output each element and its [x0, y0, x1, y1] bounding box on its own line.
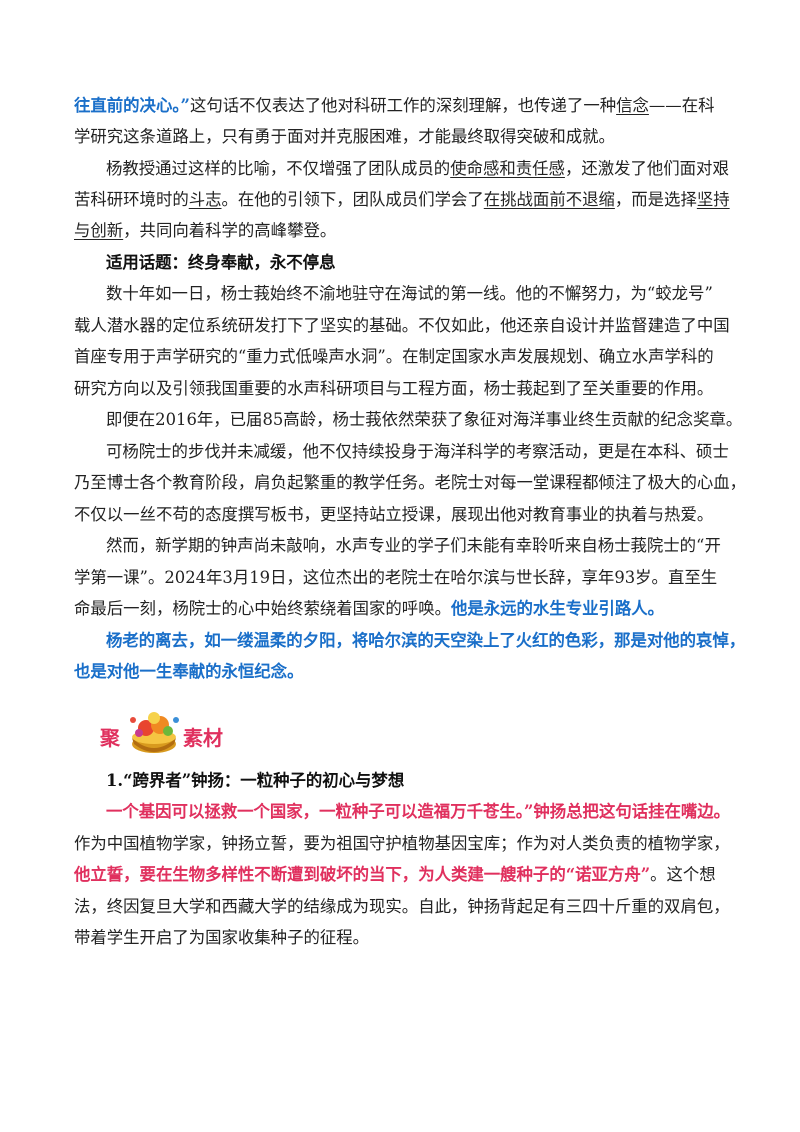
paragraph-line: 命最后一刻，杨院士的心中始终萦绕着国家的呼唤。他是永远的水生专业引路人。	[74, 599, 664, 619]
paragraph-line: 研究方向以及引领我国重要的水声科研项目与工程方面，杨士莪起到了至关重要的作用。	[74, 379, 714, 398]
text-run: 命最后一刻，杨院士的心中始终萦绕着国家的呼唤。	[74, 599, 451, 618]
text-run: ，共同向着科学的高峰攀登。	[123, 221, 337, 240]
underlined-term: 使命感和责任感	[450, 159, 565, 178]
paragraph-line: 他立誓，要在生物多样性不断遭到破坏的当下，为人类建一艘种子的“诺亚方舟”。这个想	[74, 865, 716, 885]
section-heading: 聚 素材	[100, 700, 260, 764]
text-run: ，而是选择	[614, 190, 697, 209]
text-run: 杨教授通过这样的比喻，不仅增强了团队成员的	[106, 159, 451, 178]
underlined-term: 坚持	[696, 190, 730, 209]
paragraph-line: 作为中国植物学家，钟扬立誓，要为祖国守护植物基因宝库；作为对人类负责的植物学家，	[74, 834, 730, 853]
paragraph-line: 然而，新学期的钟声尚未敲响，水声专业的学子们未能有幸聆听来自杨士莪院士的“开	[106, 536, 721, 555]
item-title: 1.“跨界者”钟扬：一粒种子的初心与梦想	[106, 771, 405, 790]
section-heading-right: 素材	[183, 726, 223, 750]
paragraph-line: 学第一课”。2024年3月19日，这位杰出的老院士在哈尔滨与世长辞，享年93岁。…	[74, 568, 718, 587]
highlight-sentence: 他是永远的水生专业引路人。	[450, 599, 665, 618]
underlined-term: 与创新	[74, 221, 124, 240]
highlight-sentence: 他立誓，要在生物多样性不断遭到破坏的当下，为人类建一艘种子的“诺亚方舟”	[74, 865, 651, 884]
paragraph-line: 可杨院士的步伐并未减缓，他不仅持续投身于海洋科学的考察活动，更是在本科、硕士	[106, 442, 729, 461]
quote-end: 往直前的决心。”	[74, 96, 190, 115]
text-run: ，还激发了他们面对艰	[564, 159, 729, 178]
text-run: ——在科	[648, 96, 715, 115]
underlined-term: 信念	[616, 96, 649, 115]
paragraph-line: 杨教授通过这样的比喻，不仅增强了团队成员的使命感和责任感，还激发了他们面对艰	[106, 159, 729, 179]
section-heading-left: 聚	[100, 726, 120, 750]
paragraph-line: 带着学生开启了为国家收集种子的征程。	[74, 928, 370, 947]
paragraph-line: 学研究这条道路上，只有勇于面对并克服困难，才能最终取得突破和成就。	[74, 127, 615, 146]
quote-line: 一个基因可以拯救一个国家，一粒种子可以造福万千苍生。”钟扬总把这句话挂在嘴边。	[106, 802, 731, 821]
paragraph-line: 法，终因复旦大学和西藏大学的结缘成为现实。自此，钟扬背起足有三四十斤重的双肩包，	[74, 897, 730, 916]
text-run: 。这个想	[650, 865, 716, 884]
paragraph-line: 也是对他一生奉献的永恒纪念。	[74, 662, 304, 681]
underlined-term: 在挑战面前不退缩	[483, 190, 615, 209]
paragraph-line: 往直前的决心。”这句话不仅表达了他对科研工作的深刻理解，也传递了一种信念——在科	[74, 96, 714, 116]
paragraph-line: 不仅以一丝不苟的态度撰写板书，更坚持站立授课，展现出他对教育事业的执着与热爱。	[74, 505, 714, 524]
underlined-term: 斗志	[188, 190, 222, 209]
paragraph-line: 乃至博士各个教育阶段，肩负起繁重的教学任务。老院士对每一堂课程都倾注了极大的心血…	[74, 473, 747, 492]
paragraph-line: 杨老的离去，如一缕温柔的夕阳，将哈尔滨的天空染上了火红的色彩，那是对他的哀悼，	[106, 631, 746, 650]
paragraph-line: 数十年如一日，杨士莪始终不渝地驻守在海试的第一线。他的不懈努力，为“蛟龙号”	[106, 284, 713, 303]
text-run: 。在他的引领下，团队成员们学会了	[221, 190, 484, 209]
paragraph-line: 载人潜水器的定位系统研发打下了坚实的基础。不仅如此，他还亲自设计并监督建造了中国	[74, 316, 730, 335]
treasure-basin-icon	[130, 712, 179, 753]
paragraph-line: 首座专用于声学研究的“重力式低噪声水洞”。在制定国家水声发展规划、确立水声学科的	[74, 347, 714, 366]
paragraph-line: 与创新，共同向着科学的高峰攀登。	[74, 221, 336, 241]
text-run: 这句话不仅表达了他对科研工作的深刻理解，也传递了一种	[189, 96, 617, 115]
topic-heading: 适用话题：终身奉献，永不停息	[106, 253, 336, 272]
text-run: 苦科研环境时的	[74, 190, 189, 209]
paragraph-line: 即便在2016年，已届85高龄，杨士莪依然荣获了象征对海洋事业终生贡献的纪念奖章…	[106, 410, 743, 429]
paragraph-line: 苦科研环境时的斗志。在他的引领下，团队成员们学会了在挑战面前不退缩，而是选择坚持	[74, 190, 730, 210]
